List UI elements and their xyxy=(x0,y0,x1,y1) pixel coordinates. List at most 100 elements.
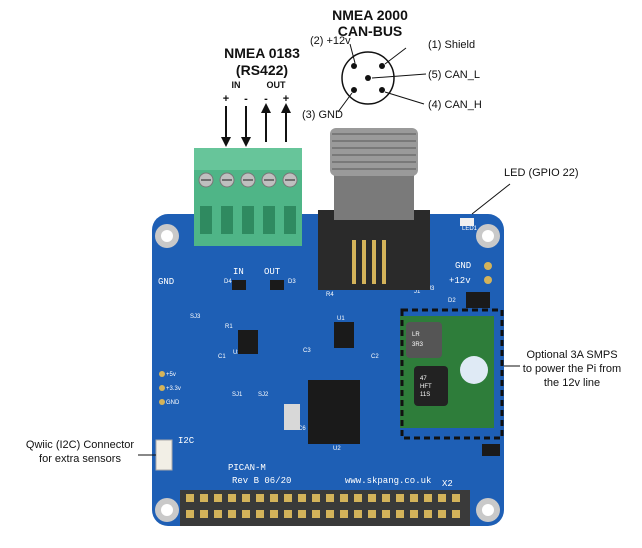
12v-pads xyxy=(484,262,492,284)
out-minus-sign: - xyxy=(264,93,268,105)
smps-cap3: 11S xyxy=(420,392,430,398)
nmea2000-title-1: NMEA 2000 xyxy=(332,7,408,23)
qwiic-connector xyxy=(155,439,173,471)
pin-12v-label: (2) +12v xyxy=(310,35,351,47)
smps-callout-line1: Optional 3A SMPS xyxy=(526,349,617,361)
board-r1: R1 xyxy=(225,324,233,330)
header-pin xyxy=(270,494,278,502)
board-sj1: SJ1 xyxy=(232,392,243,398)
d2-diode xyxy=(466,292,490,308)
smps-cap1: 47 xyxy=(420,376,427,382)
board-i2c-label: I2C xyxy=(178,436,195,446)
terminal-slot xyxy=(200,206,212,234)
header-pin xyxy=(410,494,418,502)
nmea2000-pinout-diagram xyxy=(337,43,427,113)
header-pin xyxy=(284,510,292,518)
terminal-slot xyxy=(221,206,233,234)
qwiic-callout-line2: for extra sensors xyxy=(39,453,121,465)
header-pin xyxy=(284,494,292,502)
smps-mark2: 3R3 xyxy=(412,342,424,348)
pcb-board: GND GND +12v IN OUT I2C PICAN-M Rev B 06… xyxy=(152,214,504,526)
header-pin xyxy=(452,510,460,518)
header-pin xyxy=(396,510,404,518)
header-pin xyxy=(382,494,390,502)
pin-canl-label: (5) CAN_L xyxy=(428,69,480,81)
pin-gnd-label: (3) GND xyxy=(302,109,343,121)
header-pin xyxy=(354,494,362,502)
header-pin xyxy=(382,510,390,518)
board-gnd-left: GND xyxy=(158,277,174,287)
header-pin xyxy=(410,510,418,518)
pin-center xyxy=(365,75,371,81)
board-u1: U1 xyxy=(337,316,345,322)
terminal-screws xyxy=(198,172,298,234)
nmea0183-out-label: OUT xyxy=(267,80,287,90)
board-33v: +3.3v xyxy=(166,386,181,392)
pin-gnd xyxy=(351,87,357,93)
smps-dashed-outline xyxy=(400,308,504,440)
header-pin xyxy=(438,510,446,518)
header-pin xyxy=(368,494,376,502)
board-sj3: SJ3 xyxy=(190,314,201,320)
board-r4: R4 xyxy=(326,292,334,298)
header-pin xyxy=(214,510,222,518)
terminal-slot xyxy=(242,206,254,234)
terminal-slot xyxy=(284,206,296,234)
header-pin xyxy=(242,494,250,502)
d4-diode xyxy=(232,280,246,290)
q1-transistor xyxy=(482,444,500,456)
d3-diode xyxy=(270,280,284,290)
pin-12v xyxy=(351,63,357,69)
crystal xyxy=(284,404,300,430)
board-url: www.skpang.co.uk xyxy=(345,476,431,486)
board-d2: D2 xyxy=(448,298,456,304)
header-pin xyxy=(186,494,194,502)
board-name: PICAN-M xyxy=(228,463,266,473)
board-sj2: SJ2 xyxy=(258,392,269,398)
board-d3: D3 xyxy=(288,279,296,285)
board-12v: +12v xyxy=(449,276,471,286)
header-pin xyxy=(256,494,264,502)
board-rev: Rev B 06/20 xyxy=(232,476,291,486)
header-pin xyxy=(298,510,306,518)
board-5v: +5v xyxy=(166,372,176,378)
smps-cap2: HFT xyxy=(420,384,432,390)
header-pin xyxy=(326,510,334,518)
led1 xyxy=(460,218,474,226)
header-pin xyxy=(200,510,208,518)
header-pin xyxy=(186,510,194,518)
board-x2: X2 xyxy=(442,479,453,489)
header-pin xyxy=(340,510,348,518)
pin-canh-label: (4) CAN_H xyxy=(428,99,482,111)
mounting-hole xyxy=(155,498,179,522)
header-pin xyxy=(270,510,278,518)
header-pin xyxy=(228,494,236,502)
board-gnd-right: GND xyxy=(455,261,471,271)
header-pin xyxy=(354,510,362,518)
nmea0183-title-1: NMEA 0183 xyxy=(224,45,300,61)
header-pin xyxy=(214,494,222,502)
nmea2000-title-2: CAN-BUS xyxy=(338,23,403,39)
smps-module: LR 3R3 47 HFT 11S xyxy=(400,308,504,440)
led-callout-line xyxy=(471,183,511,215)
board-out-label: OUT xyxy=(264,267,281,277)
header-pin xyxy=(424,494,432,502)
board-led1: LED1 xyxy=(462,226,478,232)
board-j3: J3 xyxy=(428,286,435,292)
header-pin xyxy=(326,494,334,502)
pin-canh xyxy=(379,87,385,93)
gpio-header xyxy=(180,490,470,526)
in-plus-sign: + xyxy=(223,93,229,105)
board-c6: C6 xyxy=(298,426,306,432)
screw-terminal-block xyxy=(194,148,302,246)
smps-callout-line2: to power the Pi from xyxy=(523,363,621,375)
connector-threads xyxy=(332,133,416,170)
led-callout-label: LED (GPIO 22) xyxy=(504,167,579,179)
nmea0183-in-label: IN xyxy=(232,80,241,90)
mounting-hole xyxy=(155,224,179,248)
header-pin xyxy=(368,510,376,518)
smps-mark1: LR xyxy=(412,332,420,338)
header-pin xyxy=(396,494,404,502)
u1-ic xyxy=(334,322,354,348)
header-pin xyxy=(340,494,348,502)
